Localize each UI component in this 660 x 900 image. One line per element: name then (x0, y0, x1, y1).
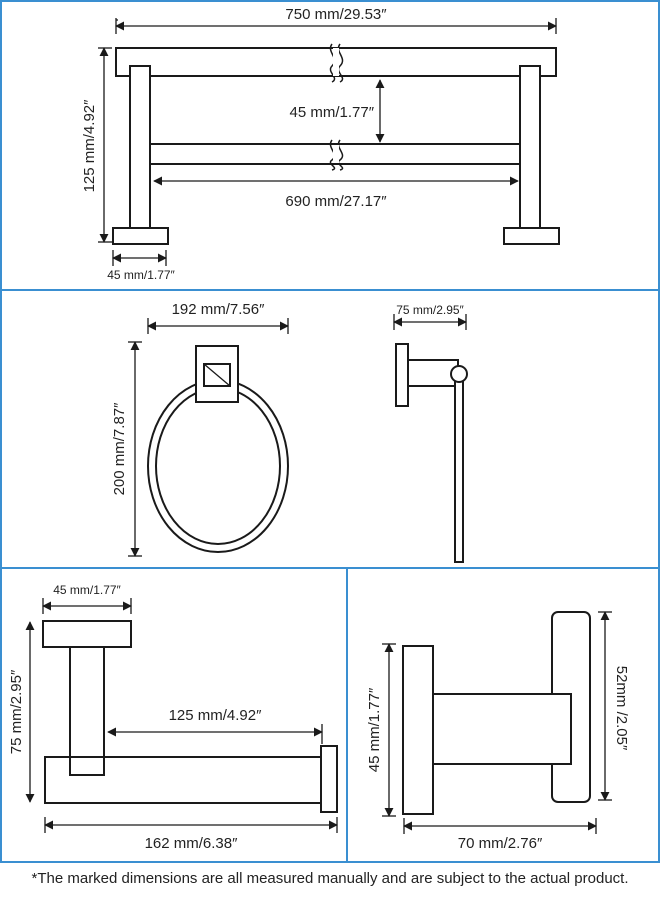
panel-robe-hook (346, 567, 660, 863)
robe-hook-front-label: 45 mm/1.77″ (366, 687, 383, 772)
towel-bar-width-label: 750 mm/29.53″ (285, 6, 387, 23)
panel-towel-ring (0, 289, 660, 569)
paper-holder-plate (42, 620, 132, 648)
towel-bar-spacing-label: 45 mm/1.77″ (289, 104, 374, 121)
towel-ring-side-arm (407, 359, 459, 387)
robe-hook-depth-label: 70 mm/2.76″ (458, 835, 543, 852)
paper-holder-height-label: 75 mm/2.95″ (8, 669, 25, 754)
towel-ring-drawing: 192 mm/7.56″ 200 mm/7.87″ 75 mm/2.95″ (111, 301, 468, 563)
towel-bar-post-label: 45 mm/1.77″ (107, 268, 175, 282)
robe-hook-drawing: 45 mm/1.77″ 52mm /2.05″ 70 mm/2.76″ (366, 611, 630, 852)
towel-bar-length-label: 690 mm/27.17″ (285, 193, 387, 210)
towel-ring-width-label: 192 mm/7.56″ (172, 301, 266, 318)
towel-bar-drawing: 750 mm/29.53″ 45 mm/1.77″ 125 mm/4.92″ 6… (81, 6, 560, 282)
towel-bar-left-post (129, 65, 151, 229)
towel-bar-height-label: 125 mm/4.92″ (81, 99, 98, 193)
towel-ring-height-label: 200 mm/7.87″ (111, 402, 128, 496)
towel-bar-right-foot (503, 227, 560, 245)
towel-ring-side-loop (454, 373, 464, 563)
robe-hook-front-plate (402, 645, 434, 815)
paper-holder-plate-label: 45 mm/1.77″ (53, 583, 121, 597)
paper-holder-drawing: 45 mm/1.77″ 75 mm/2.95″ 125 mm/4.92″ 162… (8, 583, 338, 852)
towel-bar-right-post (519, 65, 541, 229)
footnote: *The marked dimensions are all measured … (31, 870, 629, 887)
paper-holder-length-label: 162 mm/6.38″ (145, 835, 239, 852)
towel-bar-left-foot (112, 227, 169, 245)
paper-holder-arm-label: 125 mm/4.92″ (169, 707, 263, 724)
paper-holder-post (69, 646, 105, 776)
paper-holder-end-cap (320, 745, 338, 813)
robe-hook-plate-label: 52mm /2.05″ (613, 666, 630, 751)
towel-ring-depth-label: 75 mm/2.95″ (396, 303, 464, 317)
towel-ring-side-plate (395, 343, 409, 407)
